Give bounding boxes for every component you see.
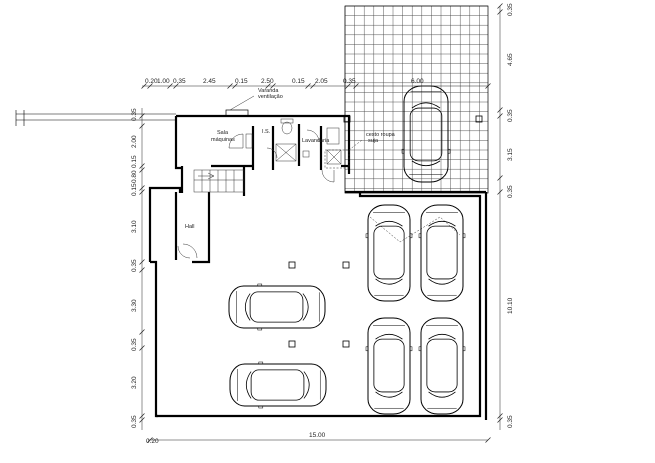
dim-tick xyxy=(497,107,503,113)
label-cesto-1: cesto roupa xyxy=(366,132,396,138)
car xyxy=(418,204,466,302)
walls xyxy=(148,114,488,420)
dim-tick xyxy=(305,83,311,89)
dims-right: 0.35 4.65 0.35 3.15 0.35 10.10 0.35 xyxy=(507,3,514,428)
dim-right-1: 0.35 xyxy=(507,3,514,16)
paving-border xyxy=(344,5,489,194)
cars xyxy=(228,85,466,415)
label-cesto-2: suja xyxy=(368,138,379,144)
dim-right-4: 3.15 xyxy=(507,148,514,161)
dim-tick xyxy=(497,9,503,15)
dims-top: 0.20 1.00 0.35 2.45 0.15 2.50 0.15 2.05 … xyxy=(145,78,424,85)
dim-tick xyxy=(139,123,145,129)
dim-tick xyxy=(147,437,153,443)
dim-tick xyxy=(139,113,145,119)
dim-top-8: 2.05 xyxy=(315,78,328,85)
dim-top-5: 0.15 xyxy=(235,78,248,85)
dim-tick xyxy=(227,83,233,89)
label-varanda-2: ventilação xyxy=(258,94,283,100)
leader-varanda xyxy=(229,95,255,111)
dim-tick xyxy=(167,83,173,89)
dim-top-9: 0.35 xyxy=(343,78,356,85)
dims-left: 0.35 2.00 0.15 0.80 0.15 3.10 0.35 3.30 … xyxy=(131,108,159,445)
dim-tick xyxy=(232,83,238,89)
dim-tick xyxy=(310,83,316,89)
car xyxy=(365,204,413,302)
dim-top-3: 0.35 xyxy=(173,78,186,85)
dim-left-11: 0.35 xyxy=(131,415,138,428)
dim-top-6: 2.50 xyxy=(261,78,274,85)
dim-left-3: 0.15 xyxy=(131,155,138,168)
dim-tick xyxy=(139,167,145,173)
dim-tick xyxy=(139,267,145,273)
dim-left-1: 0.35 xyxy=(131,108,138,121)
columns xyxy=(288,115,483,348)
car xyxy=(401,85,451,183)
dim-right-3: 0.35 xyxy=(507,109,514,122)
dim-tick xyxy=(485,437,491,443)
dim-tick xyxy=(141,83,147,89)
dim-tick xyxy=(497,417,503,423)
dim-right-2: 4.65 xyxy=(507,53,514,66)
dim-tick xyxy=(497,189,503,195)
dim-tick xyxy=(485,83,491,89)
dim-tick xyxy=(139,417,145,423)
label-lavandaria: Lavandaria xyxy=(302,138,330,144)
dim-right-6: 10.10 xyxy=(507,297,514,314)
dim-left-5: 0.15 xyxy=(131,183,138,196)
dim-tick xyxy=(147,83,153,89)
label-maquinas: máquinas xyxy=(211,137,235,143)
car xyxy=(229,361,327,409)
dim-left-4: 0.80 xyxy=(131,170,138,183)
dim-tick xyxy=(139,189,145,195)
dim-tick xyxy=(497,113,503,119)
dim-top-1: 0.20 xyxy=(145,78,158,85)
dim-tick xyxy=(173,83,179,89)
dim-tick xyxy=(345,83,351,89)
label-sala: Sala xyxy=(217,130,229,136)
label-is: I.S. xyxy=(262,129,271,135)
dim-tick xyxy=(139,185,145,191)
dim-tick xyxy=(270,83,276,89)
door-swings xyxy=(177,129,335,259)
dim-top-7: 0.15 xyxy=(292,78,305,85)
dim-right-5: 0.35 xyxy=(507,185,514,198)
dim-tick xyxy=(265,83,271,89)
dim-left-10: 3.20 xyxy=(131,376,138,389)
left-stub xyxy=(15,110,176,126)
label-varanda-1: Varanda xyxy=(258,88,279,94)
car xyxy=(365,317,413,415)
dim-left-6: 3.10 xyxy=(131,220,138,233)
dim-top-4: 2.45 xyxy=(203,78,216,85)
dim-right-7: 0.35 xyxy=(507,415,514,428)
dim-tick xyxy=(497,175,503,181)
varanda-ventilacao xyxy=(225,109,249,117)
paving-grid xyxy=(344,5,488,193)
dim-left-8: 3.30 xyxy=(131,299,138,312)
dim-bottom-total: 15.00 xyxy=(309,432,326,439)
car xyxy=(418,317,466,415)
dim-left-9: 0.35 xyxy=(131,338,138,351)
room-labels: Varanda ventilação Sala máquinas I.S. La… xyxy=(185,88,396,230)
dim-tick xyxy=(353,83,359,89)
dim-tick xyxy=(497,413,503,419)
dim-tick xyxy=(139,259,145,265)
dim-tick xyxy=(139,163,145,169)
car xyxy=(228,283,326,331)
dimension-lines xyxy=(141,6,501,441)
dimension-ticks xyxy=(139,3,503,443)
dim-top-10: 6.00 xyxy=(411,78,424,85)
dim-top-2: 1.00 xyxy=(157,78,170,85)
dim-tick xyxy=(139,329,145,335)
dim-left-12: 0.20 xyxy=(146,438,159,445)
dim-tick xyxy=(497,3,503,9)
dim-left-7: 0.35 xyxy=(131,259,138,272)
dim-tick xyxy=(139,345,145,351)
dim-left-2: 2.00 xyxy=(131,135,138,148)
label-hall: Hall xyxy=(185,224,194,230)
dim-tick xyxy=(139,413,145,419)
stairs xyxy=(193,169,245,193)
